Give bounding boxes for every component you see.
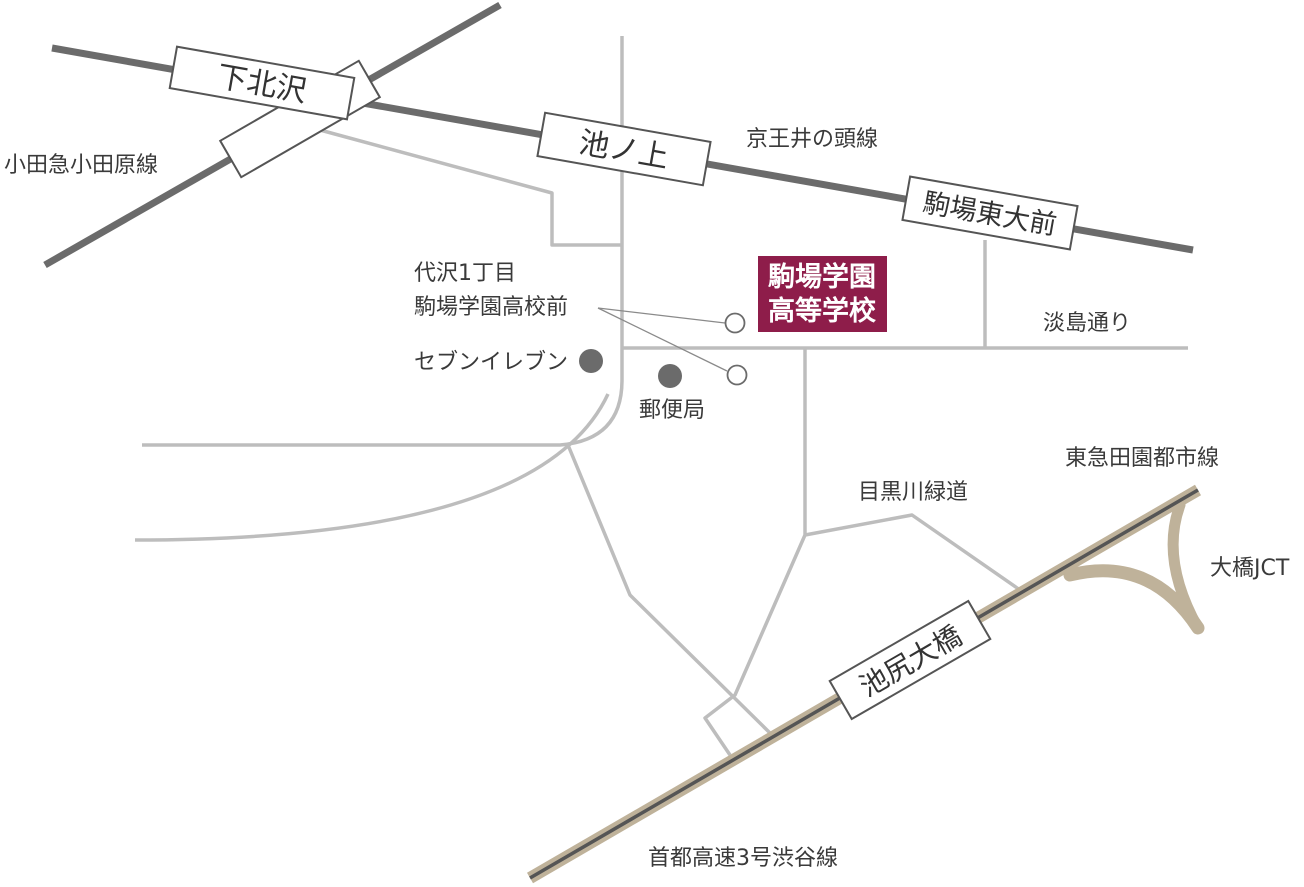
school-name-line2: 高等学校 <box>768 295 876 327</box>
bus-stop-icon-south <box>726 364 748 386</box>
label-odakyu: 小田急小田原線 <box>4 153 158 178</box>
label-ohashi-jct: 大橋JCT <box>1210 556 1290 581</box>
road-curve-southwest <box>134 393 610 542</box>
station-komaba-todaimae[interactable]: 駒場東大前 <box>901 175 1079 251</box>
station-box-keio <box>168 45 356 121</box>
bus-stop-icon-north <box>724 312 746 334</box>
road-diagonal-south <box>566 444 772 735</box>
bus-stop-leader-1 <box>597 307 726 324</box>
seven-eleven-label: セブンイレブン <box>414 350 568 375</box>
road-south-vertical <box>703 348 807 756</box>
label-awashima: 淡島通り <box>1043 311 1131 336</box>
label-meguro-ryokudo: 目黒川緑道 <box>858 480 968 505</box>
label-shuto-expressway: 首都高速3号渋谷線 <box>648 846 838 871</box>
label-tokyu-denentoshi: 東急田園都市線 <box>1065 446 1219 471</box>
school-marker[interactable]: 駒場学園 高等学校 <box>758 256 887 332</box>
school-name-line1: 駒場学園 <box>768 261 876 293</box>
bus-stop-leader-2 <box>597 307 728 372</box>
station-ikejiri-ohashi[interactable]: 池尻大橋 <box>828 599 992 721</box>
seven-eleven-icon <box>579 349 603 373</box>
post-office-icon <box>658 364 682 388</box>
road-main-vertical <box>142 36 624 447</box>
label-keio-inokashira: 京王井の頭線 <box>746 127 878 152</box>
landmark-seven-eleven[interactable]: セブンイレブン <box>414 349 603 375</box>
station-shimokitazawa[interactable]: 下北沢 <box>168 45 382 179</box>
bus-stop-label-line1: 代沢1丁目 <box>414 261 516 286</box>
road-network <box>134 36 1188 756</box>
road-shimokita-connector <box>319 128 622 247</box>
jct-ramp-upper <box>1167 499 1204 634</box>
road-meguro-ryokudo <box>804 513 1021 592</box>
station-ikenoue[interactable]: 池ノ上 <box>536 111 712 187</box>
station-box-ikenoue <box>536 111 712 187</box>
bus-stop-label-line2: 駒場学園高校前 <box>414 295 568 320</box>
landmark-post-office[interactable]: 郵便局 <box>639 364 705 423</box>
post-office-label: 郵便局 <box>639 398 705 423</box>
station-box-komaba <box>901 175 1079 251</box>
school-box <box>758 256 887 332</box>
bus-stop[interactable]: 代沢1丁目 駒場学園高校前 <box>414 261 748 386</box>
station-box-ikejiri <box>828 599 992 721</box>
